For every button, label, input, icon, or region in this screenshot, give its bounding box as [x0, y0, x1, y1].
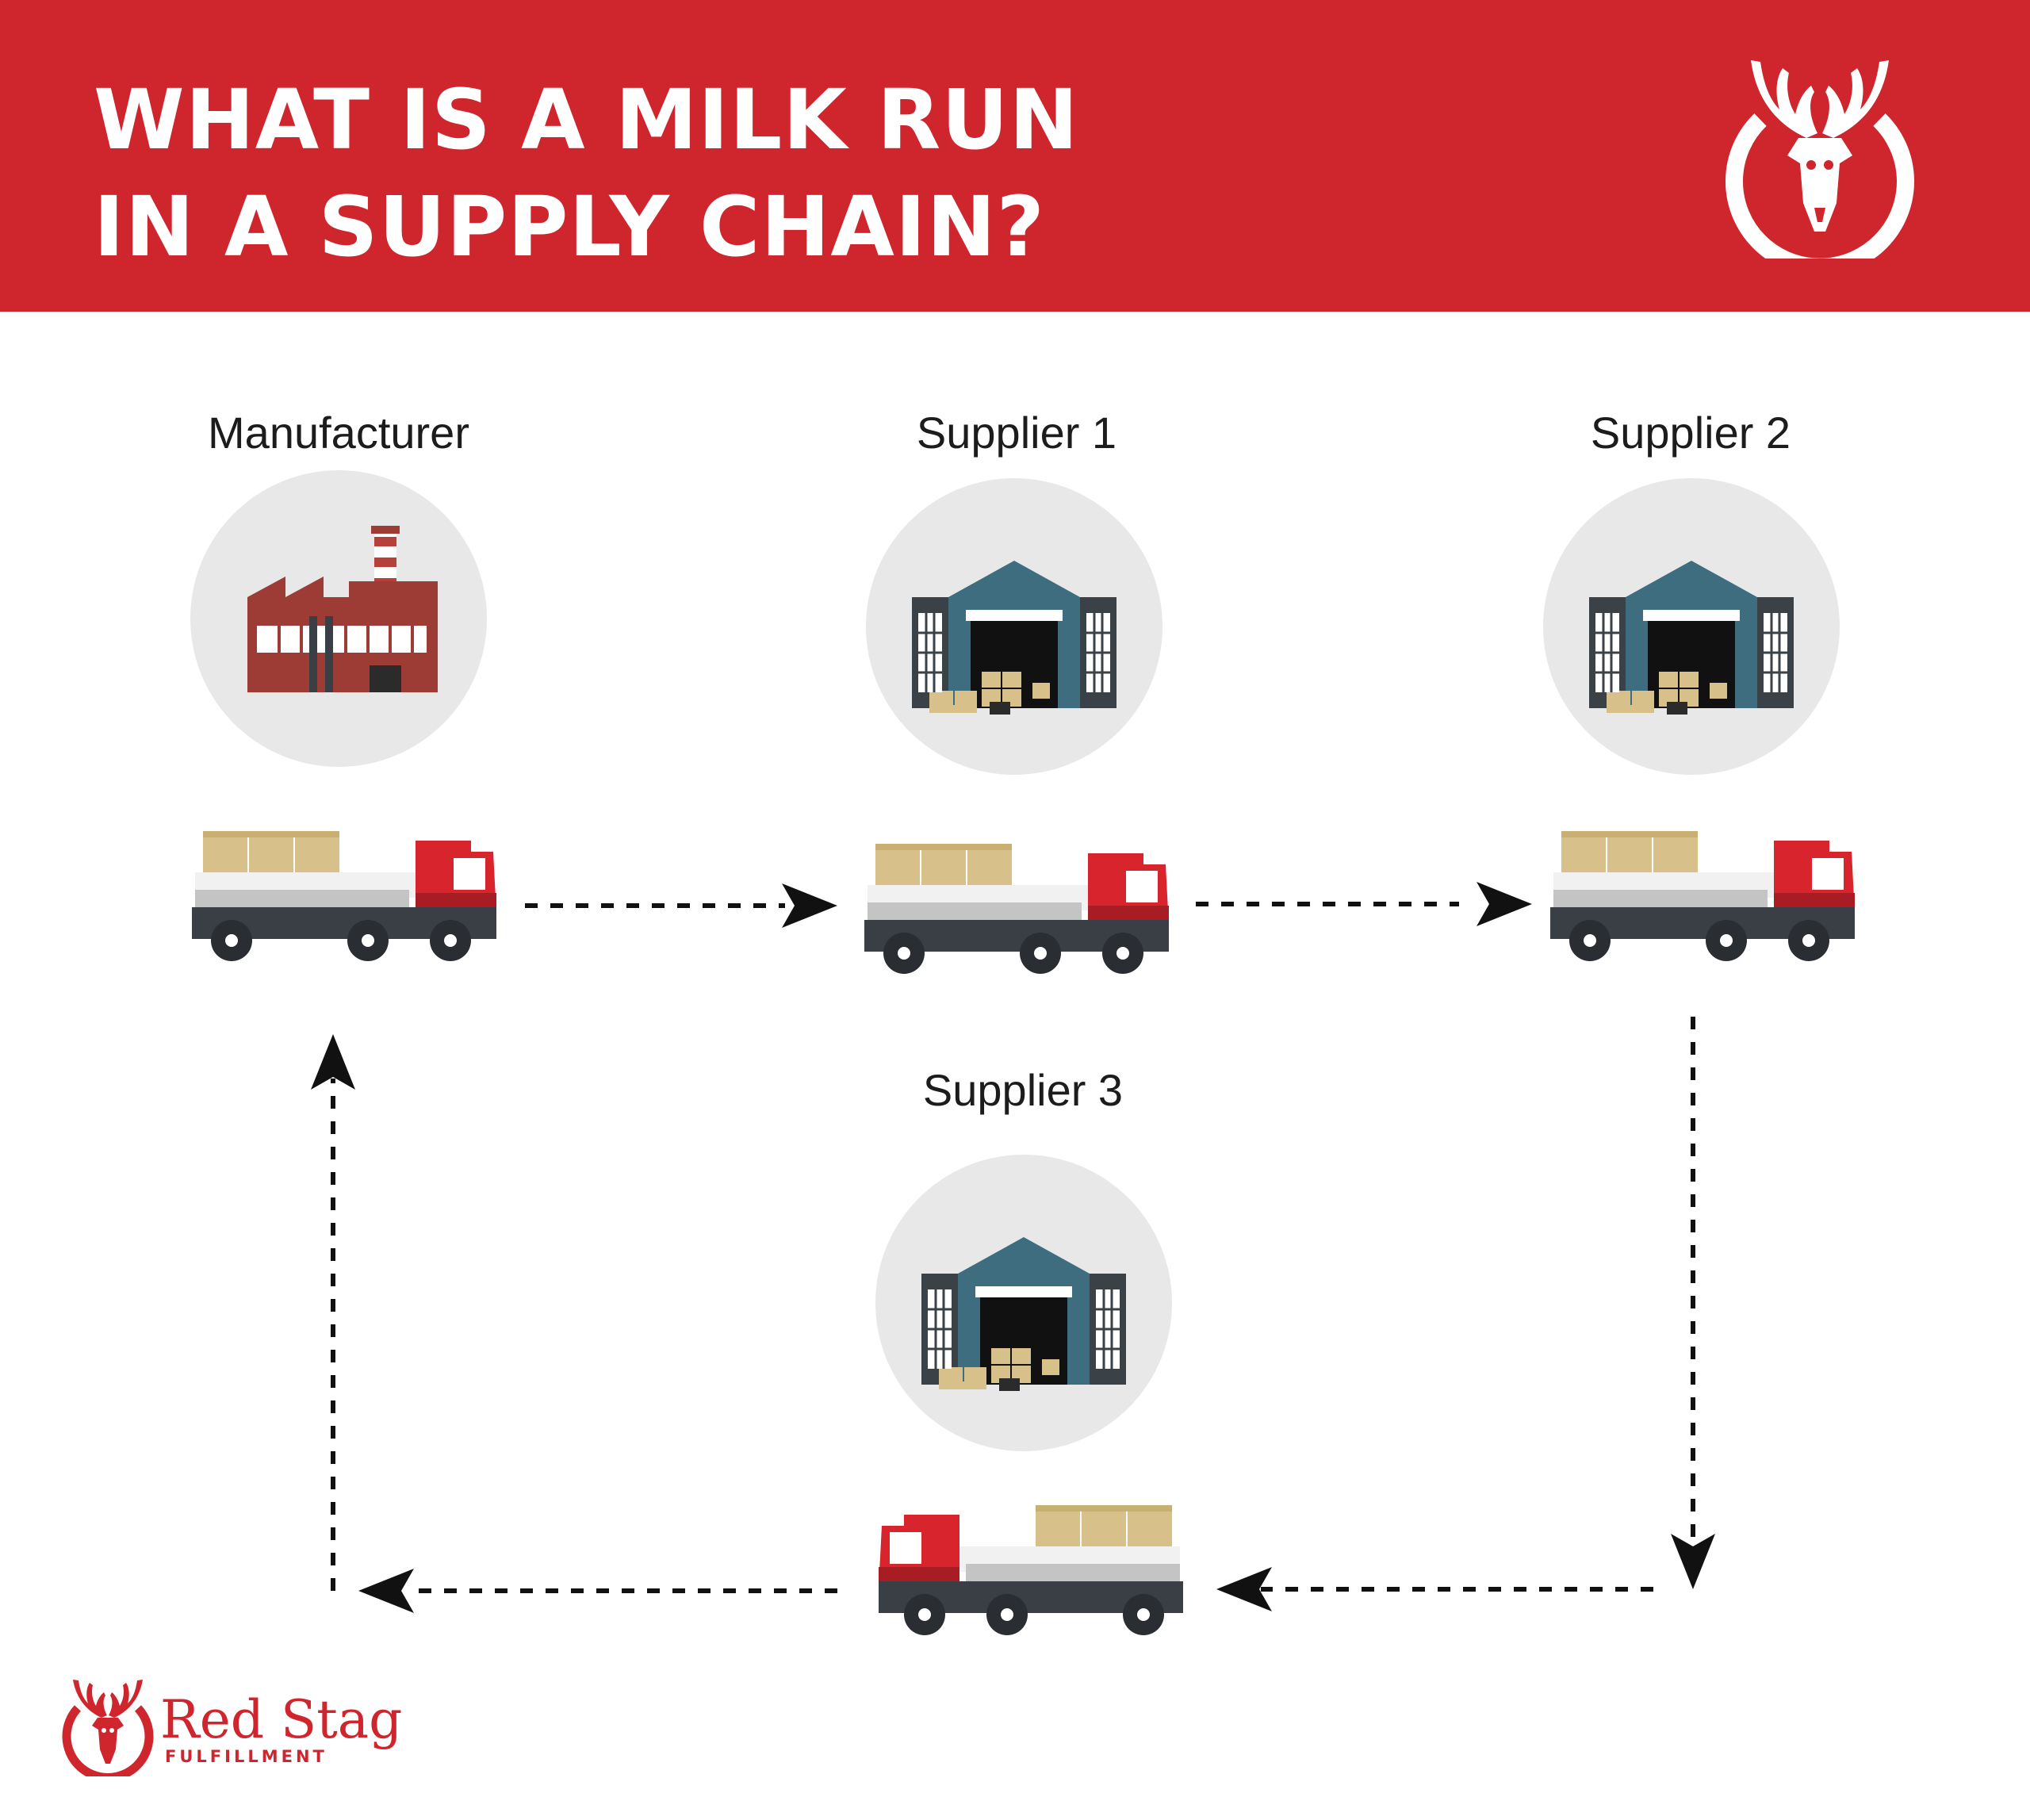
label-supplier-1: Supplier 1	[916, 408, 1117, 458]
header-banner: WHAT IS A MILK RUN IN A SUPPLY CHAIN?	[0, 0, 2030, 312]
label-manufacturer: Manufacturer	[208, 408, 469, 458]
page-title-line-1: WHAT IS A MILK RUN	[94, 71, 1079, 168]
arrowhead-up	[311, 1034, 355, 1090]
brand-logo: Red Stag FULFILLMENT	[56, 1672, 404, 1783]
stag-head-icon	[1726, 60, 1914, 259]
warehouse-icon	[1589, 561, 1794, 715]
factory-icon	[247, 526, 438, 692]
page-title-line-2: IN A SUPPLY CHAIN?	[94, 178, 1045, 275]
arrowhead-left-1	[1216, 1567, 1272, 1611]
arrowhead-right-2	[1477, 882, 1532, 926]
node-supplier-2	[1543, 478, 1840, 775]
node-supplier-3	[875, 1155, 1172, 1451]
node-supplier-1	[866, 478, 1162, 775]
arrowhead-right-1	[782, 883, 837, 928]
brand-name: Red Stag	[160, 1689, 403, 1750]
label-supplier-3: Supplier 3	[922, 1065, 1124, 1115]
arrowhead-left-2	[358, 1569, 414, 1613]
arrowhead-down	[1671, 1534, 1715, 1589]
warehouse-icon	[921, 1237, 1126, 1391]
stag-head-icon	[62, 1680, 154, 1776]
truck-icon	[1550, 831, 1855, 961]
truck-icon	[879, 1505, 1183, 1635]
page-title: WHAT IS A MILK RUN IN A SUPPLY CHAIN?	[94, 67, 1079, 281]
node-manufacturer	[190, 470, 487, 767]
truck-icon	[192, 831, 496, 961]
label-supplier-2: Supplier 2	[1590, 408, 1791, 458]
truck-icon	[864, 844, 1169, 974]
warehouse-icon	[912, 561, 1116, 715]
brand-subtitle: FULFILLMENT	[165, 1747, 327, 1766]
